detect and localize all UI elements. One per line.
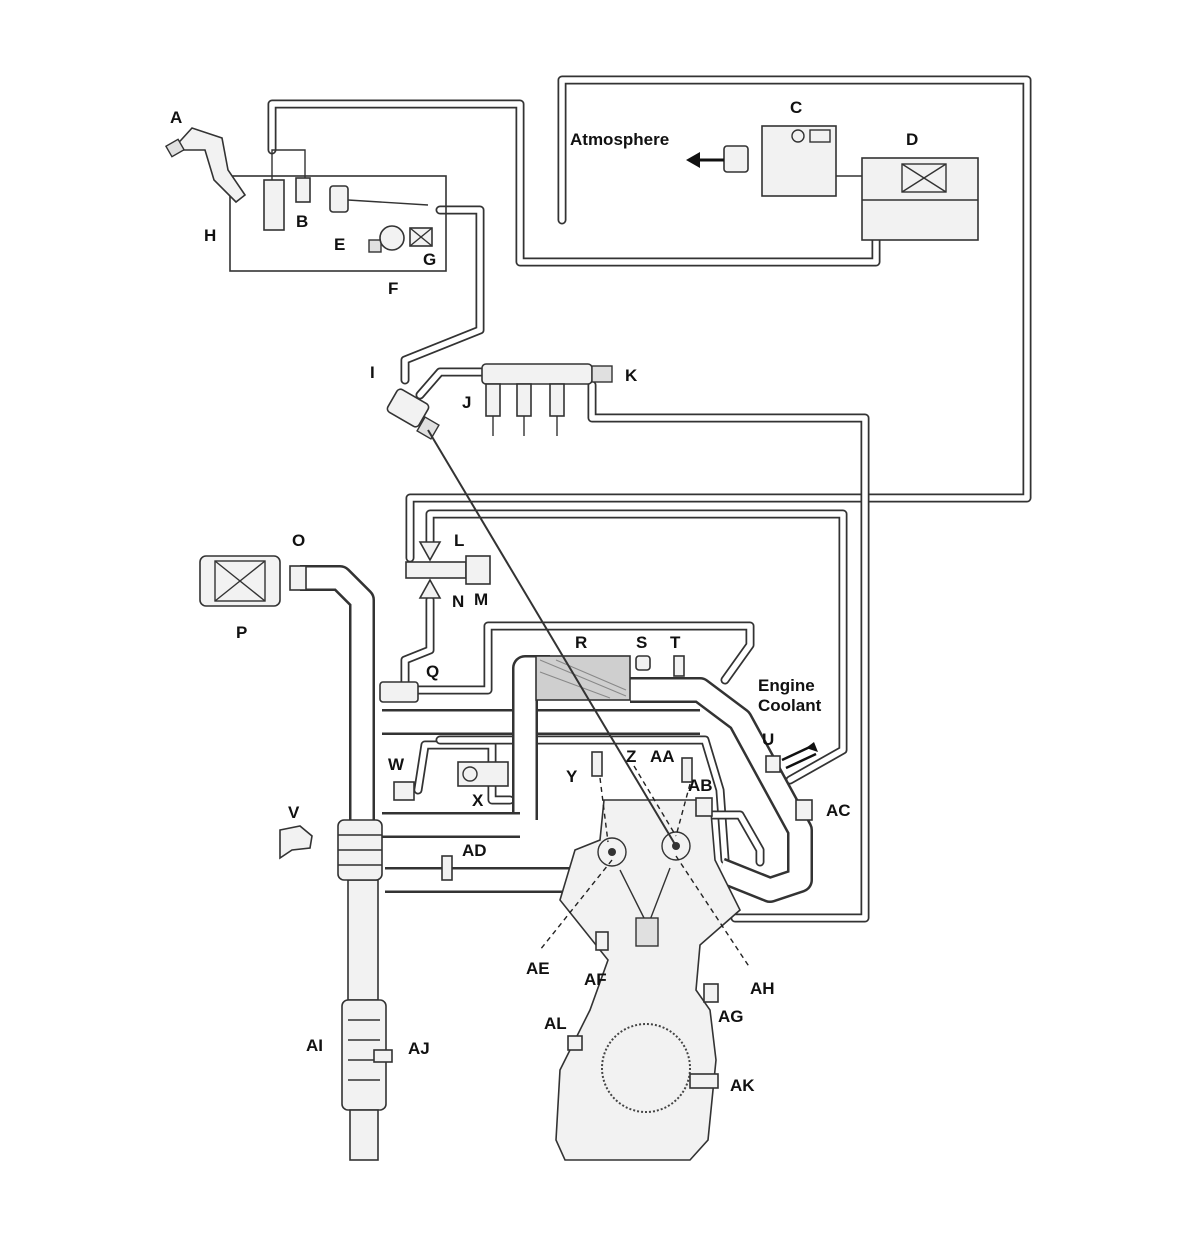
canister-d <box>836 157 979 241</box>
label-N: N <box>452 592 464 611</box>
label-AC: AC <box>826 801 851 820</box>
label-Q: Q <box>426 662 439 681</box>
sensor-ad <box>441 855 453 881</box>
label-C: C <box>790 98 802 117</box>
label-E: E <box>334 235 345 254</box>
label-H: H <box>204 226 216 245</box>
engine-coolant-label-line2: Coolant <box>758 696 822 715</box>
sensor-t <box>673 655 685 677</box>
label-K: K <box>625 366 638 385</box>
fuel-rail <box>481 363 613 436</box>
label-AA: AA <box>650 747 675 766</box>
label-Z: Z <box>626 747 636 766</box>
valve-c <box>686 125 837 197</box>
solenoid-q <box>379 681 419 703</box>
label-V: V <box>288 803 300 822</box>
sensor-aj <box>373 1049 393 1063</box>
label-AD: AD <box>462 841 487 860</box>
sensor-af <box>595 931 609 951</box>
label-AB: AB <box>688 776 713 795</box>
label-I: I <box>370 363 375 382</box>
label-X: X <box>472 791 484 810</box>
label-AL: AL <box>544 1014 567 1033</box>
engine-coolant-label-line1: Engine <box>758 676 815 695</box>
label-D: D <box>906 130 918 149</box>
pump-g <box>368 225 433 253</box>
hose-network <box>267 75 1032 923</box>
sensor-e <box>329 185 429 213</box>
label-AE: AE <box>526 959 550 978</box>
leader-lines <box>427 429 751 969</box>
label-AH: AH <box>750 979 775 998</box>
engine-block <box>555 799 741 1161</box>
label-L: L <box>454 531 464 550</box>
sensor-ag <box>703 983 719 1003</box>
label-A: A <box>170 108 182 127</box>
label-W: W <box>388 755 405 774</box>
label-AI: AI <box>306 1036 323 1055</box>
sensor-s <box>635 655 651 671</box>
purge-valve-i <box>386 388 440 440</box>
filler-neck <box>164 127 247 204</box>
sensor-ak <box>689 1073 719 1089</box>
sensor-aa <box>681 757 693 783</box>
label-AG: AG <box>718 1007 744 1026</box>
coolant-connector-u <box>765 742 818 773</box>
label-B: B <box>296 212 308 231</box>
label-O: O <box>292 531 305 550</box>
sensor-v <box>279 825 313 860</box>
label-M: M <box>474 590 488 609</box>
sensor-ab <box>695 797 713 817</box>
label-F: F <box>388 279 398 298</box>
fuel-tank-box <box>229 175 447 272</box>
sensor-al <box>567 1035 583 1051</box>
label-AK: AK <box>730 1076 755 1095</box>
turbo-unit <box>337 819 383 881</box>
labels: A B C D E F G H I J K L M N O P Q R S T … <box>170 98 918 1095</box>
intercooler-r <box>535 655 631 701</box>
valve-lnm <box>405 541 491 599</box>
label-AJ: AJ <box>408 1039 430 1058</box>
atmosphere-label: Atmosphere <box>570 130 669 149</box>
maf-sensor-o <box>289 565 307 591</box>
label-J: J <box>462 393 471 412</box>
sensor-y <box>591 751 603 777</box>
label-T: T <box>670 633 681 652</box>
air-filter-p <box>199 555 281 607</box>
actuator-x <box>457 761 509 787</box>
fuel-pump-module <box>263 149 311 231</box>
label-Y: Y <box>566 767 578 786</box>
intake-pipe <box>300 565 813 903</box>
valve-w <box>393 781 415 801</box>
label-P: P <box>236 623 247 642</box>
sensor-ac <box>795 799 813 821</box>
label-G: G <box>423 250 436 269</box>
label-S: S <box>636 633 647 652</box>
label-U: U <box>762 730 774 749</box>
label-AF: AF <box>584 970 607 989</box>
label-R: R <box>575 633 587 652</box>
